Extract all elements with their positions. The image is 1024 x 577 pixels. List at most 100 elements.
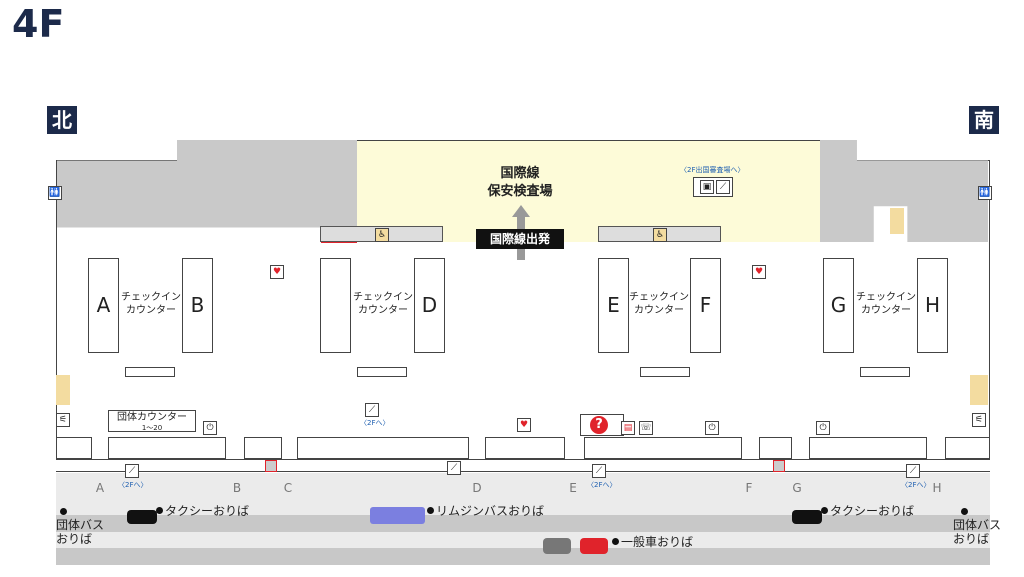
restroom-icon: 🚻: [978, 186, 992, 200]
restroom-icon: ♿: [653, 228, 667, 242]
checkin-label-line1: チェックイン: [121, 292, 181, 303]
checkin-label-ab: チェックインカウンター: [116, 291, 186, 317]
closed-room: [265, 460, 277, 472]
group-bus-dropoff-left: 団体バスおりば: [56, 518, 104, 546]
north-badge: 北: [47, 106, 77, 134]
escalator-label: 〈2Fへ〉: [118, 481, 148, 489]
power-outlet-icon: ⏻: [203, 421, 217, 435]
security-area: [357, 140, 820, 242]
door-b[interactable]: B: [232, 481, 242, 495]
door-h[interactable]: H: [932, 481, 942, 495]
dropoff-marker: [427, 507, 434, 514]
checkin-label-line1: チェックイン: [353, 292, 413, 303]
group-counter[interactable]: 団体カウンター 1〜20: [108, 410, 196, 432]
dropoff-marker: [821, 507, 828, 514]
floor-title: 4F: [12, 2, 65, 46]
counter-d[interactable]: D: [414, 258, 445, 353]
door-a[interactable]: A: [95, 481, 105, 495]
checkin-label-line2: カウンター: [358, 305, 408, 316]
aed-icon: ♥: [517, 418, 531, 432]
counter-h[interactable]: H: [917, 258, 948, 353]
escalator-label: 〈2Fへ〉: [360, 419, 390, 427]
escalator-icon[interactable]: ⟋: [125, 464, 139, 478]
closed-counter: [320, 258, 351, 353]
power-outlet-icon: ⏻: [705, 421, 719, 435]
power-outlet-icon: ⏻: [816, 421, 830, 435]
checkin-label-ef: チェックインカウンター: [624, 291, 694, 317]
smoking-icon: ⚟: [972, 413, 986, 427]
counter-g[interactable]: G: [823, 258, 854, 353]
door-g[interactable]: G: [792, 481, 802, 495]
security-label-line1: 国際線: [500, 166, 540, 181]
taxi-icon: [792, 510, 822, 524]
dropoff-marker: [60, 508, 67, 515]
front-wall: [56, 459, 990, 472]
front-block: [297, 437, 469, 459]
door-f[interactable]: F: [745, 481, 753, 495]
limousine-dropoff-label: リムジンバスおりば: [436, 504, 545, 518]
security-label-line2: 保安検査場: [487, 184, 553, 199]
escalator-icon: ⟋: [716, 180, 730, 194]
escalator-icon[interactable]: ⟋: [592, 464, 606, 478]
bench: [640, 367, 690, 377]
post-icon: ▤: [621, 421, 635, 435]
security-label: 国際線 保安検査場: [470, 165, 570, 201]
dropoff-marker: [612, 538, 619, 545]
checkin-label-line2: カウンター: [634, 305, 684, 316]
dropoff-marker: [961, 508, 968, 515]
front-block: [809, 437, 927, 459]
international-departure-sign: 国際線出発: [476, 229, 564, 249]
escalator-icon[interactable]: ⟋: [906, 464, 920, 478]
information-icon: ?: [590, 416, 608, 434]
taxi-dropoff-label: タクシーおりば: [165, 504, 250, 518]
door-d[interactable]: D: [472, 481, 482, 495]
front-block: [759, 437, 792, 459]
restroom-icon: ♿: [375, 228, 389, 242]
checkin-label-line1: チェックイン: [856, 292, 916, 303]
limousine-bus-icon: [370, 507, 425, 524]
checkin-label-gh: チェックインカウンター: [851, 291, 921, 317]
aed-icon: ♥: [752, 265, 766, 279]
smoking-icon: ⚟: [56, 413, 70, 427]
front-block: [485, 437, 565, 459]
door-c[interactable]: C: [283, 481, 293, 495]
bench: [357, 367, 407, 377]
bench: [125, 367, 175, 377]
checkin-label-line2: カウンター: [861, 305, 911, 316]
north-restricted-area: [57, 140, 357, 243]
closed-room: [773, 460, 785, 472]
bench: [860, 367, 910, 377]
group-bus-label: おりば: [56, 532, 93, 546]
door-e[interactable]: E: [569, 481, 577, 495]
counter-a[interactable]: A: [88, 258, 119, 353]
group-counter-label: 団体カウンター: [117, 412, 187, 423]
to-2f-immigration-label: 〈2F出国審査場へ〉: [680, 166, 745, 174]
group-bus-dropoff-right: 団体バスおりば: [953, 518, 1001, 546]
road-lane: [56, 548, 990, 565]
escalator-icon[interactable]: ⟋: [447, 461, 461, 475]
front-block: [108, 437, 226, 459]
group-bus-label: 団体バス: [953, 518, 1002, 532]
checkin-label-line1: チェックイン: [629, 292, 689, 303]
counter-b[interactable]: B: [182, 258, 213, 353]
group-bus-label: おりば: [953, 532, 990, 546]
checkin-label-line2: カウンター: [126, 305, 176, 316]
restroom-icon: 🚻: [48, 186, 62, 200]
front-block: [56, 437, 92, 459]
south-badge: 南: [969, 106, 999, 134]
counter-f[interactable]: F: [690, 258, 721, 353]
escalator-label: 〈2Fへ〉: [587, 481, 617, 489]
general-car-dropoff-label: 一般車おりば: [621, 535, 694, 549]
front-block: [584, 437, 742, 459]
front-block: [244, 437, 282, 459]
taxi-dropoff-label: タクシーおりば: [830, 504, 915, 518]
south-shop: [890, 208, 904, 234]
counter-e[interactable]: E: [598, 258, 629, 353]
phone-icon: ☏: [639, 421, 653, 435]
escalator-icon[interactable]: ⟋: [365, 403, 379, 417]
front-block: [945, 437, 990, 459]
taxi-icon: [127, 510, 157, 524]
car-icon: [580, 538, 608, 554]
up-arrow-icon: [512, 205, 530, 217]
car-icon: [543, 538, 571, 554]
